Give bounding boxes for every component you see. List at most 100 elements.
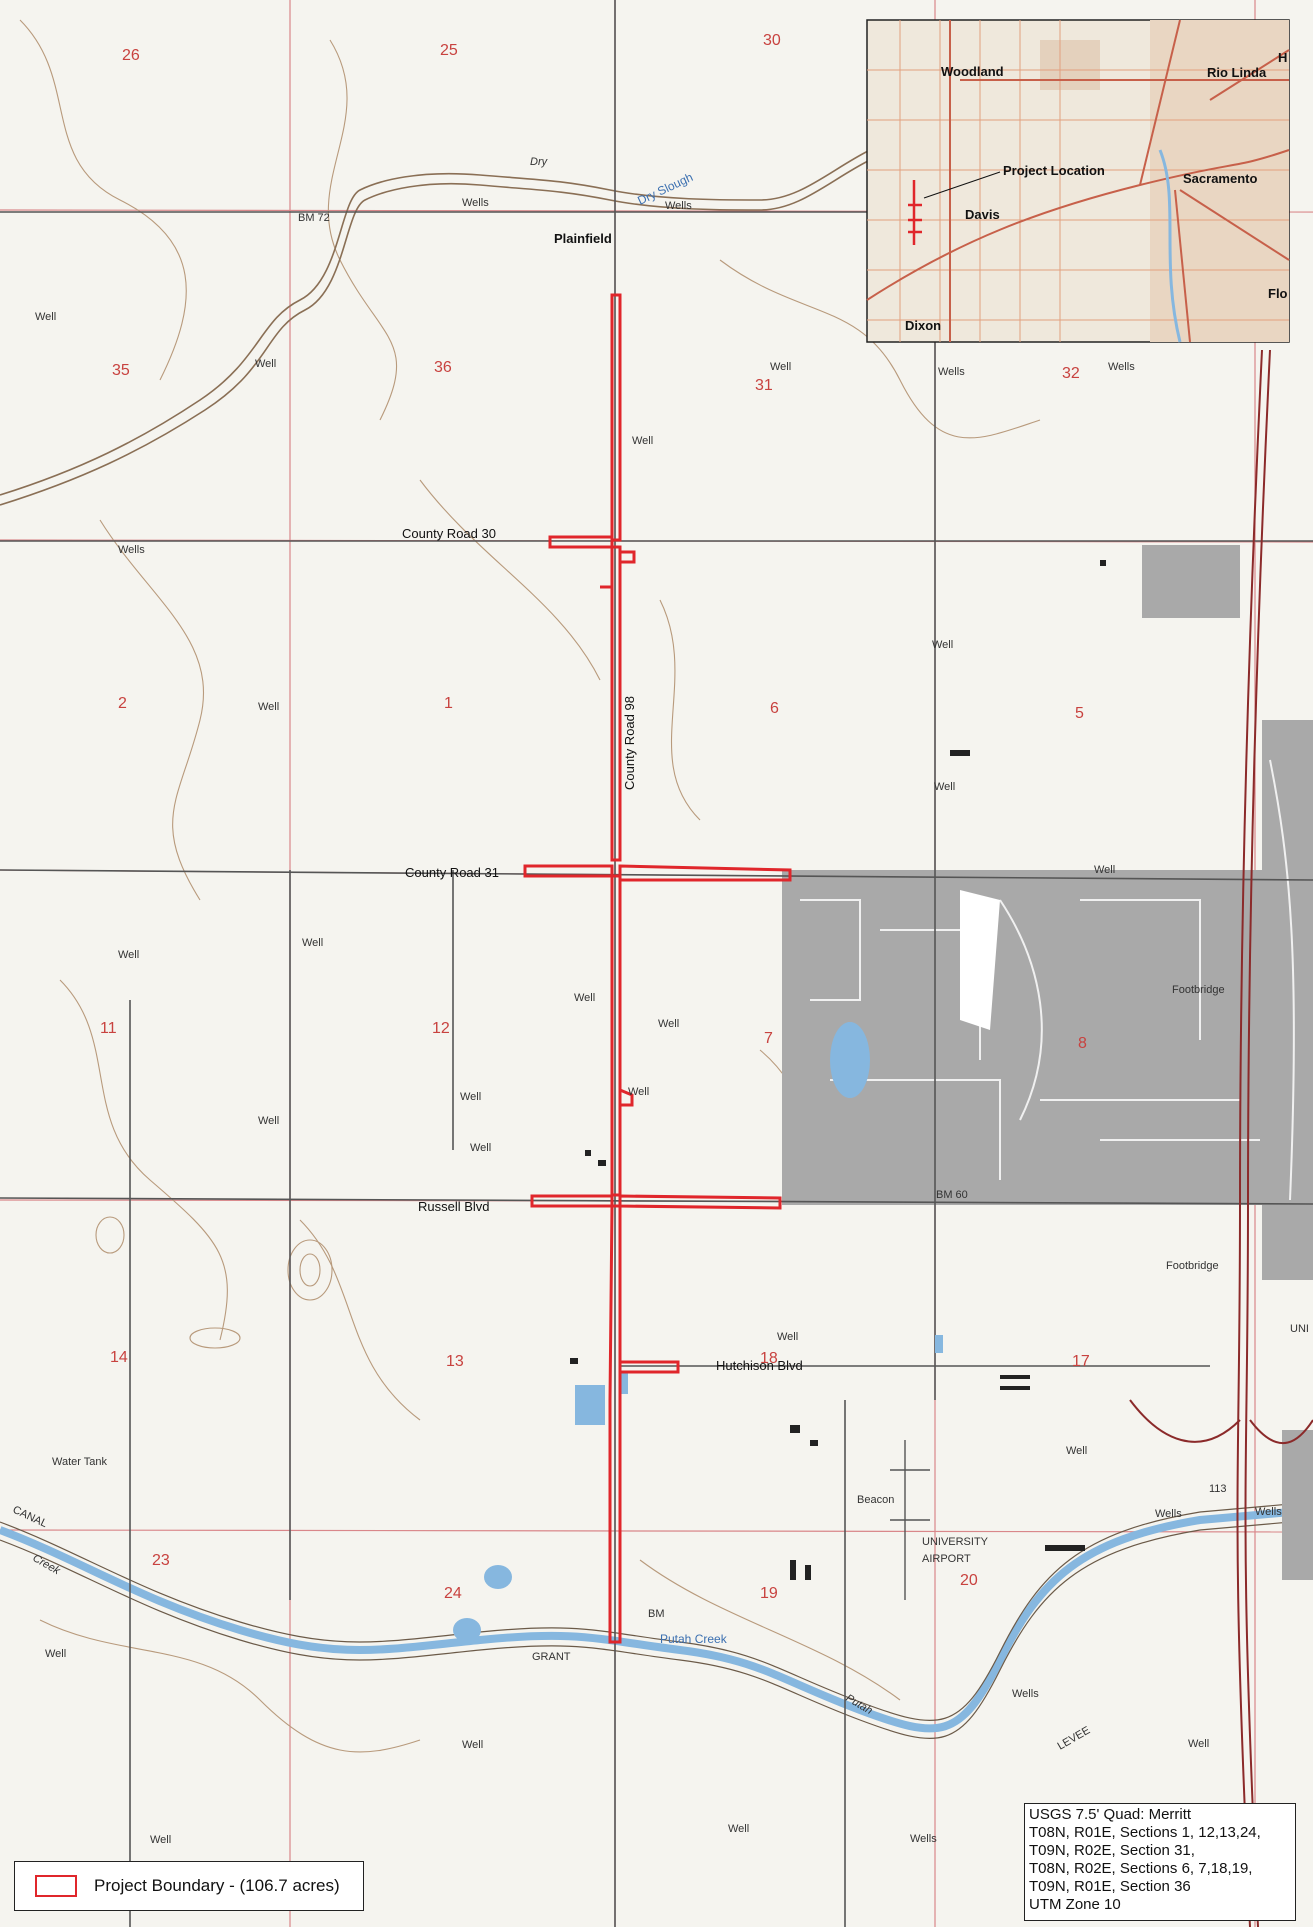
university-airport-label: AIRPORT <box>922 1553 971 1565</box>
section-number-label: 31 <box>755 377 773 394</box>
wells-label: Wells <box>1108 361 1135 373</box>
section-number-label: 12 <box>432 1020 450 1037</box>
airport-runway <box>890 1440 930 1600</box>
benchmark-label: BM <box>648 1608 665 1620</box>
section-number-label: 5 <box>1075 705 1084 722</box>
russell-blvd-label: Russell Blvd <box>418 1199 490 1214</box>
well-label: Well <box>1188 1738 1209 1750</box>
section-number-label: 2 <box>118 695 127 712</box>
wells-label: Wells <box>910 1833 937 1845</box>
info-line: T08N, R02E, Sections 6, 7,18,19, <box>1029 1860 1253 1877</box>
inset-city-label: Woodland <box>941 64 1004 79</box>
well-label: Well <box>770 361 791 373</box>
white-patch <box>960 890 1000 1030</box>
inset-city-label: Sacramento <box>1183 171 1257 186</box>
plainfield-label: Plainfield <box>554 231 612 246</box>
section-number-label: 14 <box>110 1349 128 1366</box>
wells-label: Wells <box>1255 1506 1282 1518</box>
well-label: Well <box>462 1739 483 1751</box>
section-number-label: 35 <box>112 362 130 379</box>
section-number-label: 30 <box>763 32 781 49</box>
legend-label: Project Boundary - (106.7 acres) <box>94 1876 340 1895</box>
info-line: T09N, R01E, Section 36 <box>1029 1878 1191 1895</box>
inset-map <box>866 19 1290 343</box>
project-location-label: Project Location <box>1003 163 1105 178</box>
well-label: Well <box>777 1331 798 1343</box>
section-number-label: 1 <box>444 695 453 712</box>
inset-city-label: Flo <box>1268 286 1288 301</box>
wells-label: Wells <box>1155 1508 1182 1520</box>
section-number-label: 26 <box>122 47 140 64</box>
well-label: Well <box>574 992 595 1004</box>
well-label: Well <box>470 1142 491 1154</box>
section-number-label: 17 <box>1072 1353 1090 1370</box>
section-number-label: 13 <box>446 1353 464 1370</box>
section-number-label: 11 <box>100 1020 117 1037</box>
benchmark-label: BM 72 <box>298 212 330 224</box>
interstate-highway <box>1129 349 1313 1928</box>
dry-slough-river <box>0 149 871 506</box>
wells-label: Wells <box>462 197 489 209</box>
section-number-label: 23 <box>152 1552 170 1569</box>
info-line: USGS 7.5' Quad: Merritt <box>1029 1806 1192 1823</box>
wells-label: Wells <box>1012 1688 1039 1700</box>
well-label: Well <box>1094 864 1115 876</box>
wells-label: Wells <box>665 200 692 212</box>
well-label: Well <box>302 937 323 949</box>
info-line: UTM Zone 10 <box>1029 1896 1121 1913</box>
well-label: Well <box>934 781 955 793</box>
section-number-label: 6 <box>770 700 779 717</box>
university-airport-label: UNIVERSITY <box>922 1536 989 1548</box>
water-tank-label: Water Tank <box>52 1456 108 1468</box>
well-label: Well <box>258 701 279 713</box>
info-line: T08N, R01E, Sections 1, 12,13,24, <box>1029 1824 1261 1841</box>
inset-city-label: Davis <box>965 207 1000 222</box>
buildings <box>570 560 1106 1580</box>
well-label: Well <box>658 1018 679 1030</box>
section-number-label: 18 <box>760 1350 778 1367</box>
section-number-label: 8 <box>1078 1035 1087 1052</box>
section-number-label: 7 <box>764 1030 773 1047</box>
survey-info-box: USGS 7.5' Quad: Merritt T08N, R01E, Sect… <box>1024 1803 1296 1921</box>
well-label: Well <box>258 1115 279 1127</box>
section-number-label: 32 <box>1062 365 1080 382</box>
section-number-label: 36 <box>434 359 452 376</box>
section-number-label: 20 <box>960 1572 978 1589</box>
hutchison-blvd-label: Hutchison Blvd <box>716 1358 803 1373</box>
legend: Project Boundary - (106.7 acres) <box>14 1861 364 1911</box>
county-road-98-label: County Road 98 <box>622 696 637 790</box>
project-boundary <box>523 293 792 1644</box>
well-label: Well <box>118 949 139 961</box>
highway-113-label: 113 <box>1209 1483 1227 1495</box>
wells-label: Wells <box>938 366 965 378</box>
inset-city-label: Rio Linda <box>1207 65 1267 80</box>
wells-label: Wells <box>118 544 145 556</box>
beacon-label: Beacon <box>857 1494 894 1506</box>
well-label: Well <box>35 311 56 323</box>
county-road-30-label: County Road 30 <box>402 526 496 541</box>
project-boundary-swatch <box>35 1875 77 1897</box>
inset-city-label: H <box>1278 50 1287 65</box>
info-line: T09N, R02E, Section 31, <box>1029 1842 1195 1859</box>
section-number-label: 19 <box>760 1585 778 1602</box>
grant-label: GRANT <box>532 1651 571 1663</box>
well-label: Well <box>460 1091 481 1103</box>
well-label: Well <box>728 1823 749 1835</box>
map-labels: 26 25 30 35 36 31 32 2 1 6 5 11 12 7 8 14 13 18 17 23 24 19 20… <box>11 32 1309 1846</box>
putah-creek-river <box>0 1501 1313 1739</box>
well-label: Well <box>45 1648 66 1660</box>
dry-label: Dry <box>530 156 549 168</box>
county-road-31-label: County Road 31 <box>405 865 499 880</box>
well-label: Well <box>628 1086 649 1098</box>
footbridge-label: Footbridge <box>1172 984 1225 996</box>
inset-city-label: Dixon <box>905 318 941 333</box>
section-number-label: 24 <box>444 1585 462 1602</box>
putah-creek-label: Putah Creek <box>660 1632 728 1646</box>
lake <box>830 1022 870 1098</box>
section-number-label: 25 <box>440 42 458 59</box>
well-label: Well <box>932 639 953 651</box>
